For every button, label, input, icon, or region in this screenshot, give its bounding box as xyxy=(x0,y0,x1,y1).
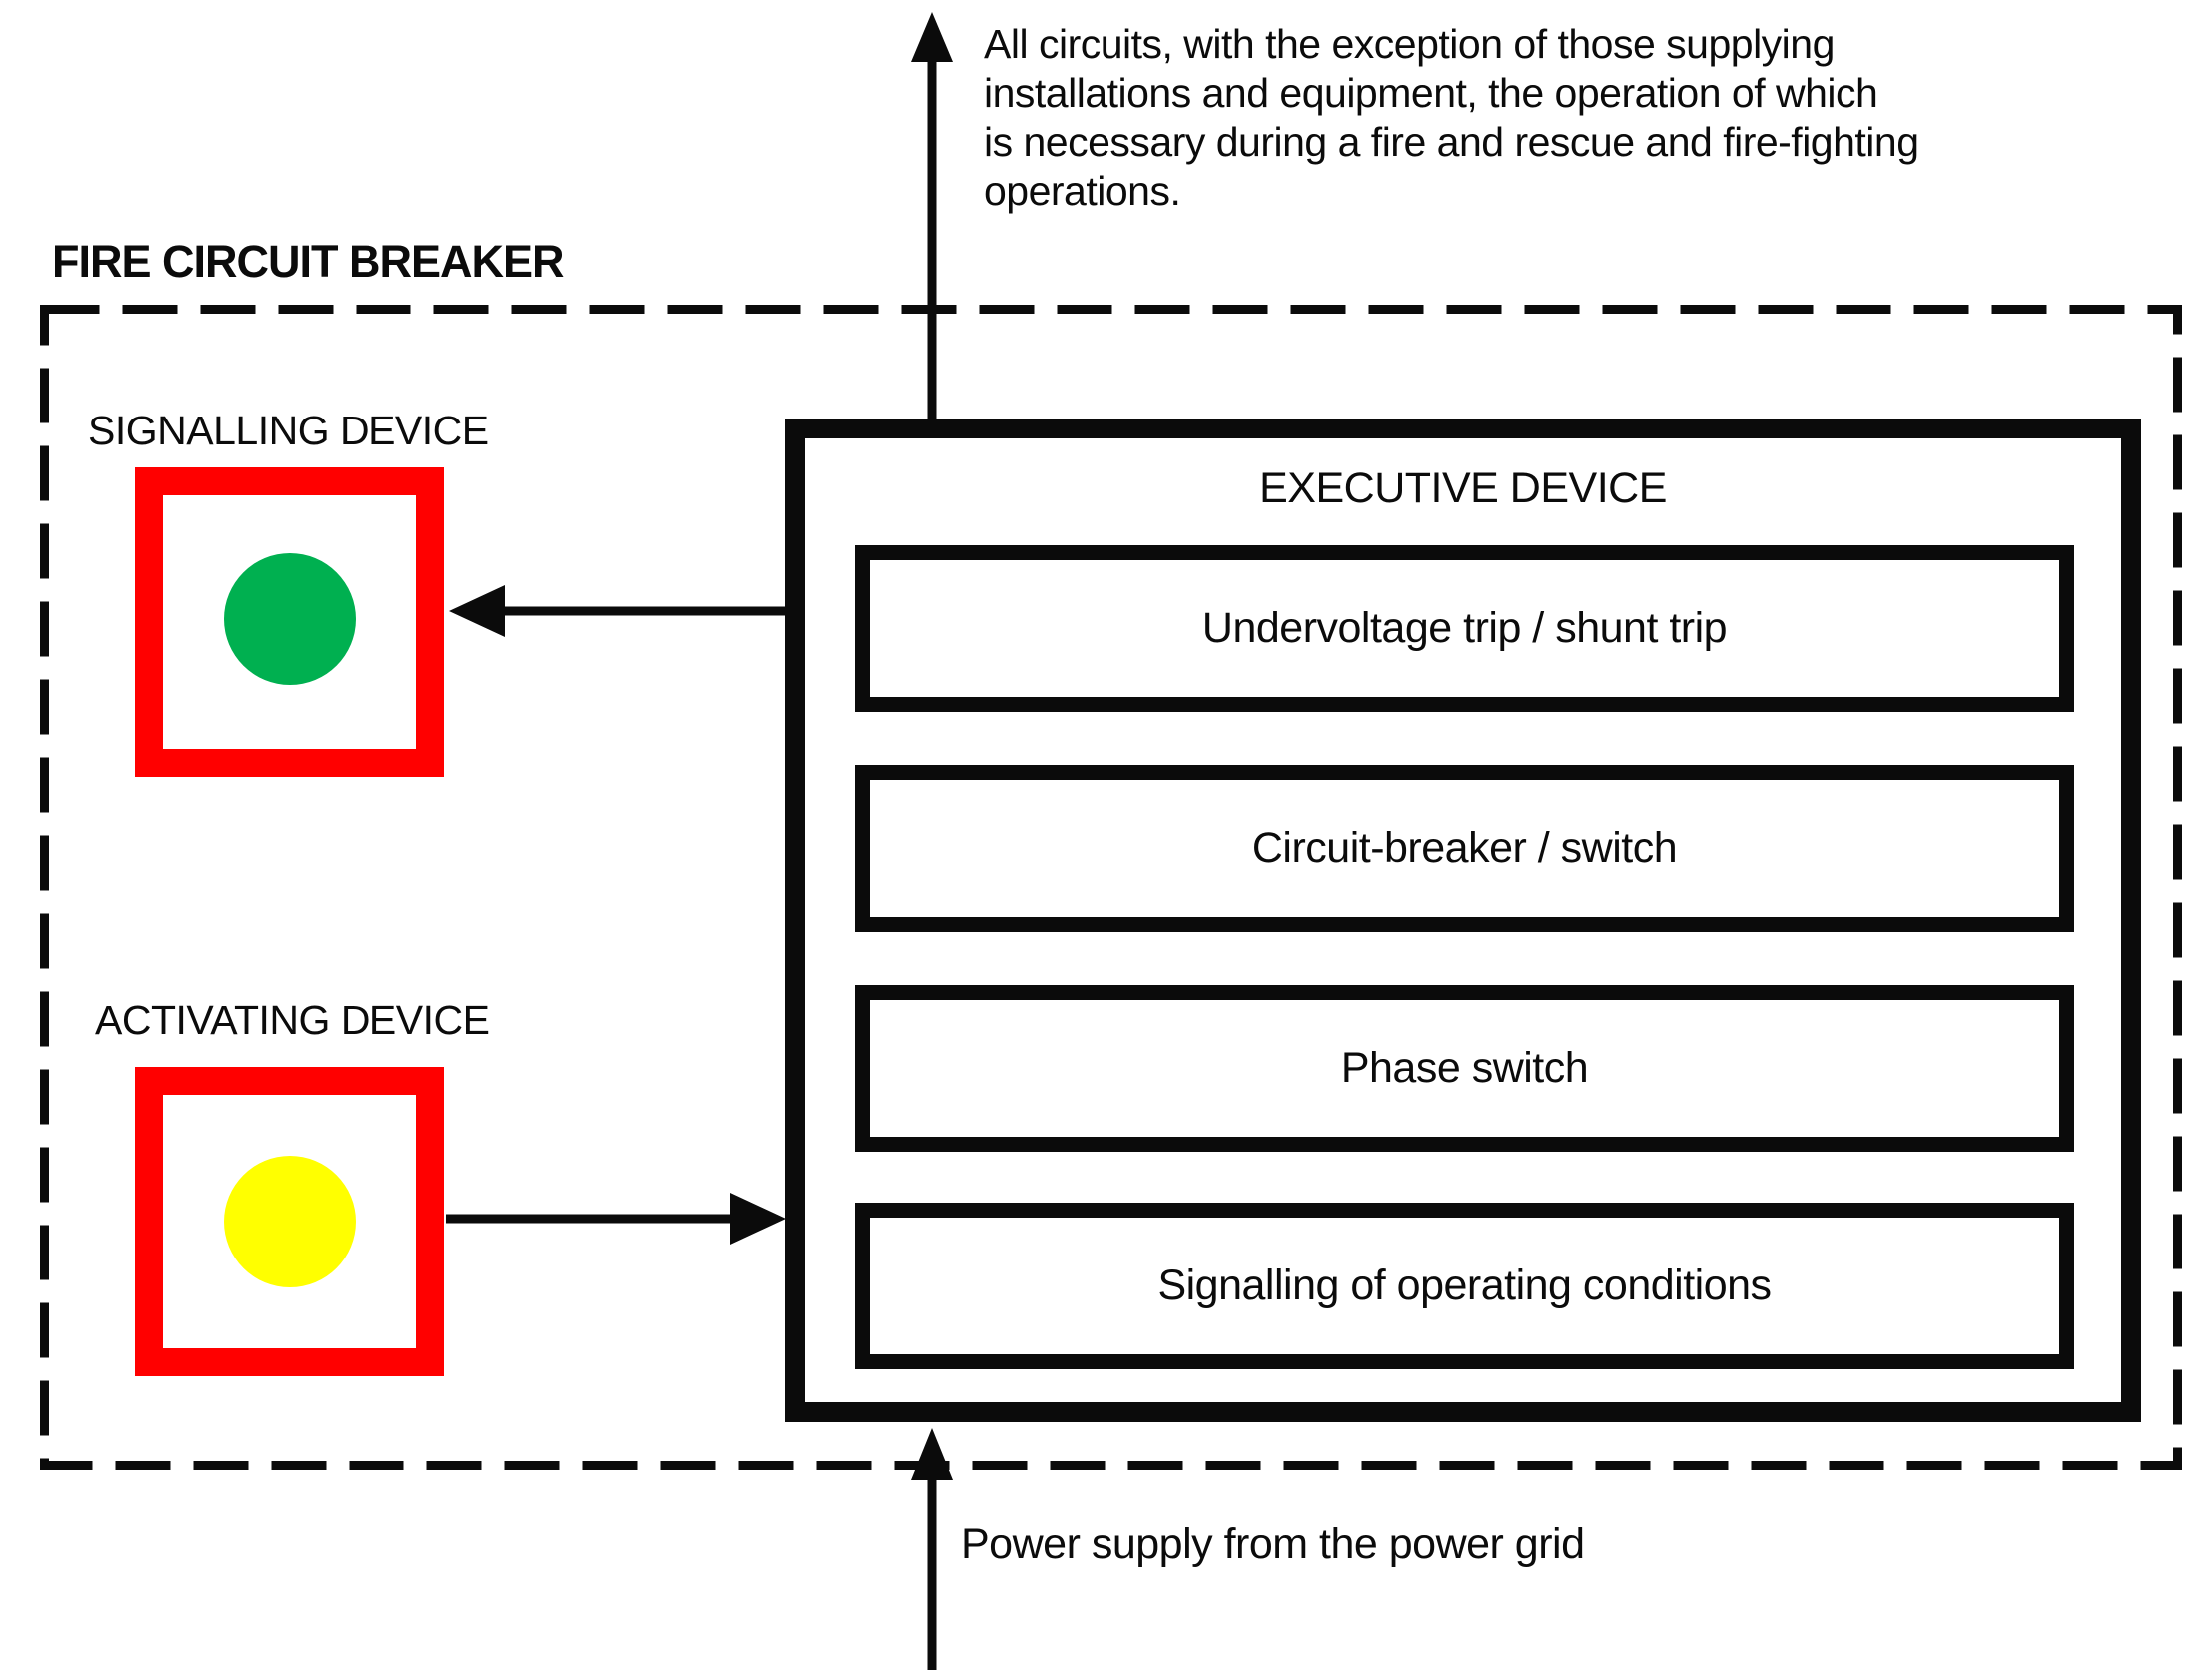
executive-device-title: EXECUTIVE DEVICE xyxy=(1259,464,1667,512)
module-signalling-operating-conditions: Signalling of operating conditions xyxy=(855,1203,2074,1369)
activating-lamp-circle xyxy=(224,1156,356,1287)
module-undervoltage-trip: Undervoltage trip / shunt trip xyxy=(855,545,2074,712)
arrow-executive-to-signalling-icon xyxy=(449,585,789,637)
circuits-note-line: operations. xyxy=(984,168,1181,214)
power-supply-arrow-icon xyxy=(911,1428,953,1670)
activating-lamp-icon xyxy=(224,1156,356,1287)
fire-circuit-breaker-label: FIRE CIRCUIT BREAKER xyxy=(52,236,565,287)
signalling-device-label: SIGNALLING DEVICE xyxy=(88,408,489,453)
module-phase-switch: Phase switch xyxy=(855,985,2074,1152)
activating-device-label: ACTIVATING DEVICE xyxy=(95,997,490,1043)
power-supply-label: Power supply from the power grid xyxy=(961,1520,1585,1568)
signalling-lamp-circle xyxy=(224,553,356,685)
activating-device-box xyxy=(135,1067,444,1376)
circuits-note-line: is necessary during a fire and rescue an… xyxy=(984,119,1919,165)
module-circuit-breaker-switch: Circuit-breaker / switch xyxy=(855,765,2074,932)
circuits-note-line: installations and equipment, the operati… xyxy=(984,70,1878,116)
signalling-device-box xyxy=(135,467,444,777)
module-label: Phase switch xyxy=(1340,1044,1589,1092)
signalling-lamp-icon xyxy=(224,553,356,685)
module-label: Undervoltage trip / shunt trip xyxy=(1201,604,1728,652)
module-label: Circuit-breaker / switch xyxy=(1251,824,1678,872)
arrow-up-to-circuits-icon xyxy=(911,12,953,419)
executive-device-box: EXECUTIVE DEVICE Undervoltage trip / shu… xyxy=(785,419,2141,1422)
circuits-note: All circuits, with the exception of thos… xyxy=(984,20,1919,216)
module-label: Signalling of operating conditions xyxy=(1157,1261,1772,1309)
arrow-activating-to-executive-icon xyxy=(446,1193,786,1245)
circuits-note-line: All circuits, with the exception of thos… xyxy=(984,21,1835,67)
